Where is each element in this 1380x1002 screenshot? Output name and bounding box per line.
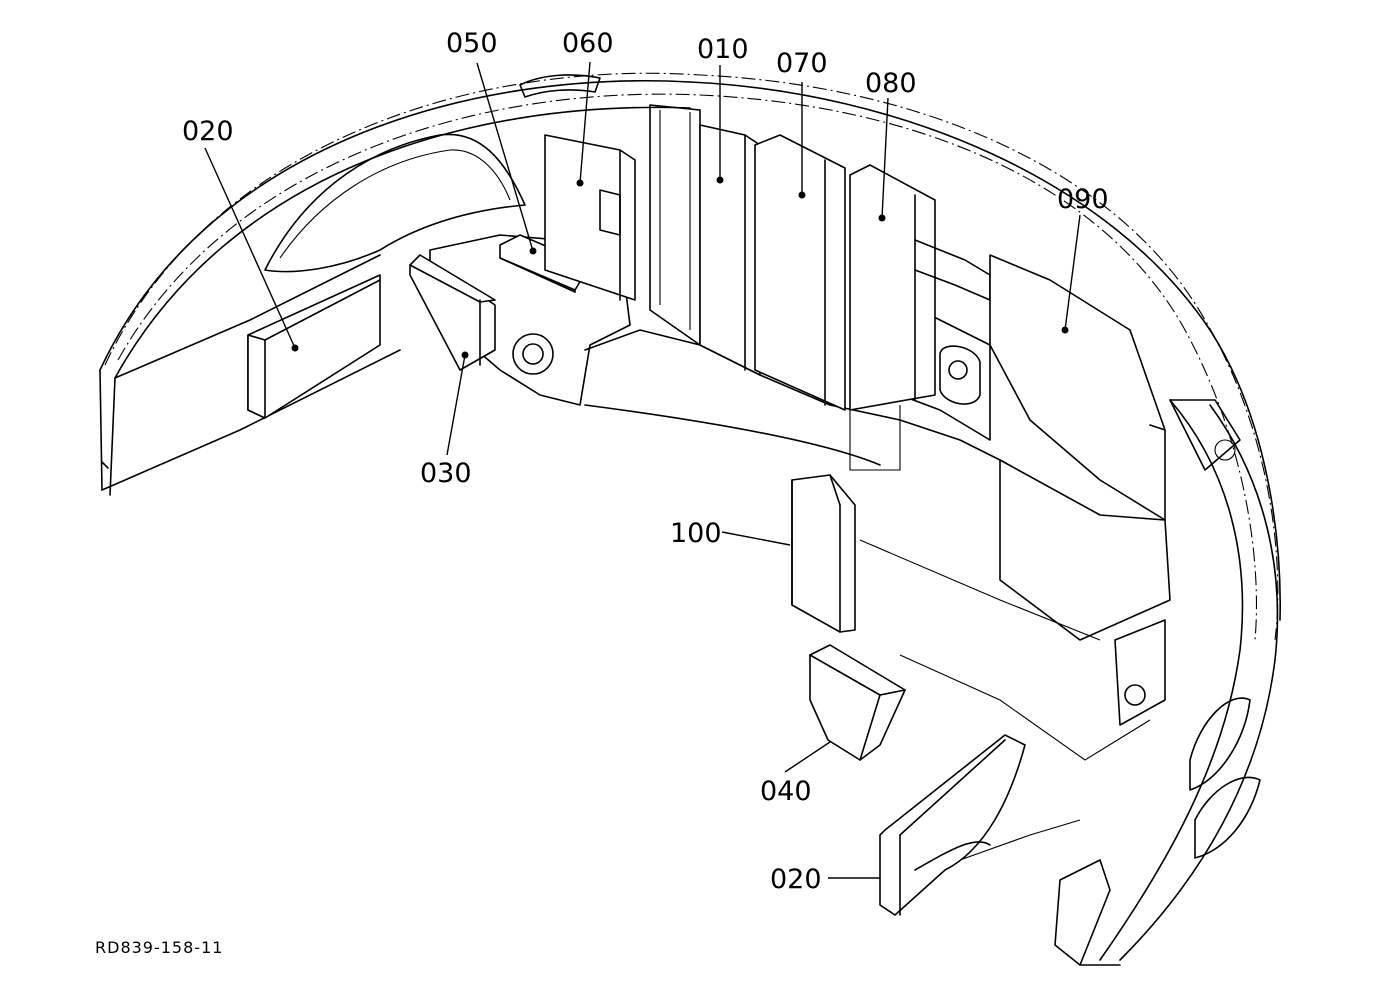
- part-010: [699, 124, 761, 376]
- callout-090: 090: [1057, 184, 1109, 215]
- callout-040: 040: [760, 776, 812, 807]
- part-060: [544, 134, 636, 301]
- callout-010: 010: [697, 34, 749, 65]
- callout-060: 060: [562, 28, 614, 59]
- part-100: [791, 474, 856, 633]
- callout-labels: 010 020 020 030 040 050 060 070 080 090 …: [182, 28, 1109, 895]
- callout-030: 030: [420, 458, 472, 489]
- counterweight-frame: [99, 72, 1281, 966]
- callout-080: 080: [865, 68, 917, 99]
- part-090: [989, 254, 1166, 521]
- callout-020-lower: 020: [770, 864, 822, 895]
- figure-code: RD839-158-11: [95, 938, 223, 957]
- part-080: [849, 164, 991, 411]
- part-020-lower: [879, 734, 1026, 916]
- callout-070: 070: [776, 48, 828, 79]
- part-070: [754, 134, 846, 411]
- part-040: [809, 644, 906, 761]
- callout-020-upper: 020: [182, 116, 234, 147]
- callout-100: 100: [670, 518, 722, 549]
- leader-lines: [204, 61, 1081, 879]
- part-020-upper: [247, 274, 381, 419]
- callout-050: 050: [446, 28, 498, 59]
- part-030: [409, 254, 496, 371]
